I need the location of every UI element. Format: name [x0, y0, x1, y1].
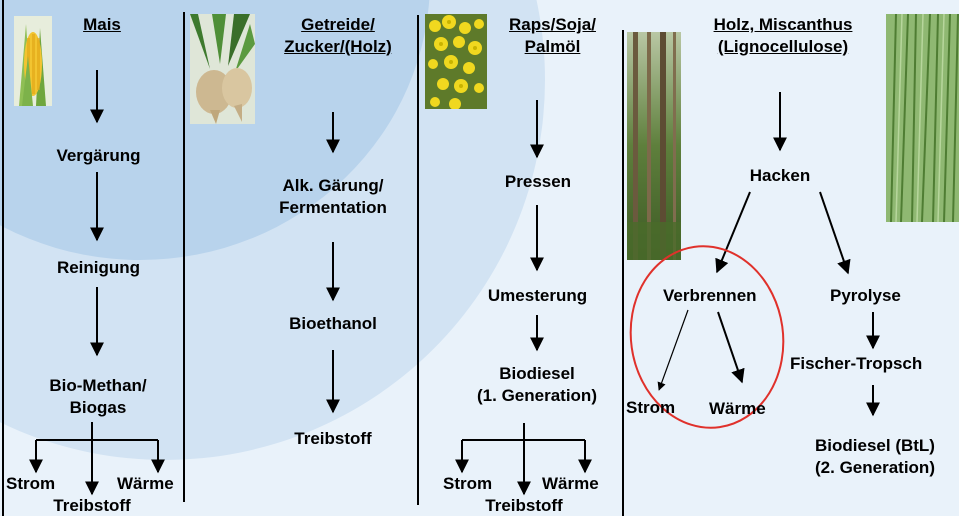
step-hacken: Hacken [730, 165, 830, 187]
step-vergaerung: Vergärung [36, 145, 161, 167]
heading-raps-line1: Raps/Soja/ [485, 14, 620, 36]
step-biodiesel-1g: Biodiesel (1. Generation) [448, 363, 626, 407]
heading-raps-line2: Palmöl [485, 36, 620, 58]
step-biomethan: Bio-Methan/ Biogas [28, 375, 168, 419]
step-biomethan-line2: Biogas [28, 397, 168, 419]
output-strom: Strom [6, 473, 55, 495]
step-umesterung: Umesterung [465, 285, 610, 307]
heading-getreide-line2: Zucker/(Holz) [258, 36, 418, 58]
step-biodiesel-1g-line1: Biodiesel [448, 363, 626, 385]
heading-raps: Raps/Soja/ Palmöl [485, 14, 620, 58]
output-strom: Strom [626, 397, 675, 419]
step-treibstoff: Treibstoff [268, 428, 398, 450]
output-waerme: Wärme [117, 473, 174, 495]
output-waerme: Wärme [542, 473, 599, 495]
heading-holz-line2: (Lignocellulose) [678, 36, 888, 58]
step-verbrennen: Verbrennen [663, 285, 757, 307]
step-alk-gaerung-line1: Alk. Gärung/ [258, 175, 408, 197]
output-treibstoff: Treibstoff [464, 495, 584, 516]
step-biodiesel-btl: Biodiesel (BtL) (2. Generation) [795, 435, 955, 479]
step-alk-gaerung: Alk. Gärung/ Fermentation [258, 175, 408, 219]
step-pressen: Pressen [473, 171, 603, 193]
step-reinigung: Reinigung [36, 257, 161, 279]
step-bioethanol: Bioethanol [268, 313, 398, 335]
heading-holz-line1: Holz, Miscanthus [678, 14, 888, 36]
heading-getreide-line1: Getreide/ [258, 14, 418, 36]
output-waerme: Wärme [709, 398, 766, 420]
heading-holz: Holz, Miscanthus (Lignocellulose) [678, 14, 888, 58]
heading-mais: Mais [72, 14, 132, 36]
step-fischer-tropsch: Fischer-Tropsch [790, 353, 922, 375]
step-biodiesel-btl-line1: Biodiesel (BtL) [795, 435, 955, 457]
step-biomethan-line1: Bio-Methan/ [28, 375, 168, 397]
output-strom: Strom [443, 473, 492, 495]
output-treibstoff: Treibstoff [32, 495, 152, 516]
step-biodiesel-btl-line2: (2. Generation) [795, 457, 955, 479]
step-biodiesel-1g-line2: (1. Generation) [448, 385, 626, 407]
step-pyrolyse: Pyrolyse [830, 285, 901, 307]
step-alk-gaerung-line2: Fermentation [258, 197, 408, 219]
heading-getreide: Getreide/ Zucker/(Holz) [258, 14, 418, 58]
